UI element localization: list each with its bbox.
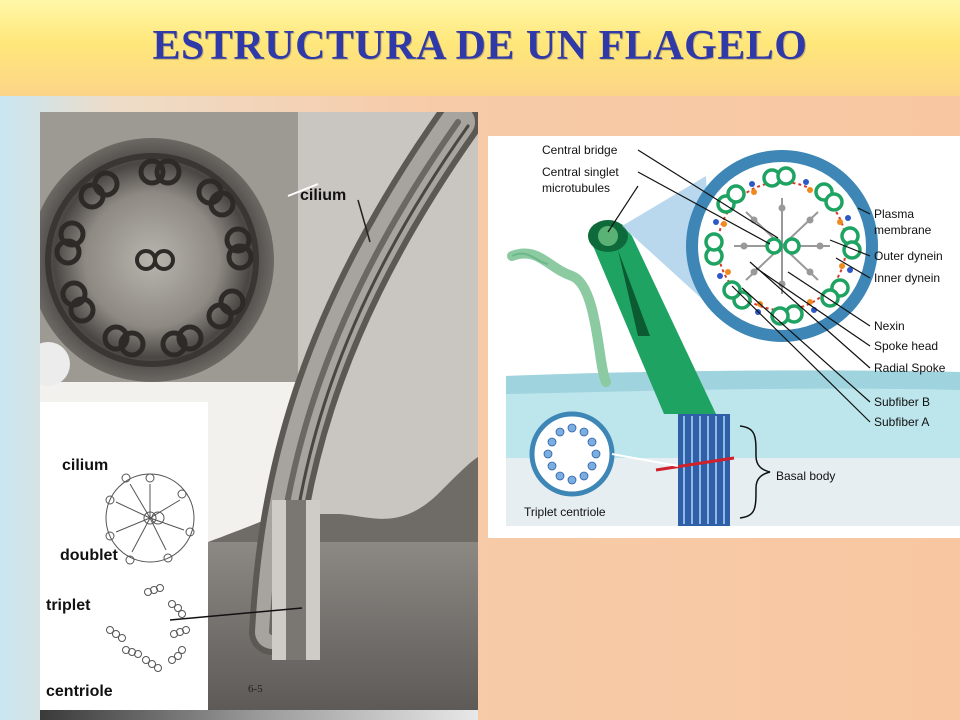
basal-body-stripes bbox=[683, 416, 725, 524]
cilium-label-micrograph: cilium bbox=[300, 187, 346, 204]
centriole-label: centriole bbox=[46, 683, 113, 700]
leader-lines bbox=[607, 149, 871, 423]
title-banner: ESTRUCTURA DE UN FLAGELO bbox=[0, 0, 960, 96]
centriole-connector bbox=[611, 453, 679, 467]
doublet-label: doublet bbox=[60, 547, 118, 564]
corner-highlight bbox=[40, 342, 70, 386]
cilium-pointer-line-white bbox=[287, 183, 319, 197]
flagellum-tip bbox=[511, 252, 549, 265]
labelled-diagram-panel: Central bridge Central singlet microtubu… bbox=[488, 136, 960, 538]
basal-body bbox=[678, 414, 730, 526]
basal-body-micrograph bbox=[272, 500, 320, 660]
label-central-singlet-1: Central singlet bbox=[542, 165, 619, 179]
spoke-heads bbox=[740, 204, 824, 288]
axoneme-doublets bbox=[704, 166, 862, 326]
page-title: ESTRUCTURA DE UN FLAGELO bbox=[152, 23, 808, 69]
cilium-label-schematic: cilium bbox=[62, 457, 108, 474]
outer-doublets bbox=[54, 158, 254, 358]
label-central-bridge: Central bridge bbox=[542, 143, 618, 157]
triplet-label: triplet bbox=[46, 597, 91, 614]
label-central-singlet-2: microtubules bbox=[542, 181, 610, 195]
label-plasma-2: membrane bbox=[874, 223, 932, 237]
flagellum-cutaway bbox=[618, 250, 650, 336]
label-subfiber-b: Subfiber B bbox=[874, 395, 930, 409]
bottom-strip bbox=[40, 710, 478, 720]
schematic-cilium-cross-section bbox=[105, 473, 195, 565]
triplet-pointer-line bbox=[169, 607, 303, 621]
main-flagellum bbox=[588, 225, 716, 414]
label-plasma-1: Plasma bbox=[874, 207, 914, 221]
label-subfiber-a: Subfiber A bbox=[874, 415, 929, 429]
central-pair bbox=[135, 249, 175, 271]
label-spoke-head: Spoke head bbox=[874, 339, 938, 353]
secondary-flagellum bbox=[507, 248, 611, 387]
flagellum-diagram-svg: Central bridge Central singlet microtubu… bbox=[506, 143, 960, 526]
basal-body-cut-line bbox=[655, 456, 735, 472]
label-triplet-centriole: Triplet centriole bbox=[524, 505, 606, 519]
schematic-triplet-ring bbox=[106, 584, 190, 672]
label-radial-spoke: Radial Spoke bbox=[874, 361, 946, 375]
flagellum-section-core bbox=[598, 226, 618, 246]
label-nexin: Nexin bbox=[874, 319, 905, 333]
basal-body-bracket bbox=[739, 425, 771, 519]
plate-number: 6-5 bbox=[248, 683, 263, 695]
micrograph-svg: cilium cilium doublet triplet centriole … bbox=[40, 112, 478, 720]
label-outer-dynein: Outer dynein bbox=[874, 249, 943, 263]
inset-projection bbox=[622, 176, 712, 308]
cell-membrane bbox=[506, 370, 960, 394]
axoneme-ring bbox=[45, 153, 259, 367]
triplet-centriole-ring bbox=[543, 423, 601, 485]
label-basal-body: Basal body bbox=[776, 469, 835, 483]
cilium-pointer-line bbox=[357, 199, 371, 243]
micrograph-panel: cilium cilium doublet triplet centriole … bbox=[40, 112, 478, 720]
label-inner-dynein: Inner dynein bbox=[874, 271, 940, 285]
